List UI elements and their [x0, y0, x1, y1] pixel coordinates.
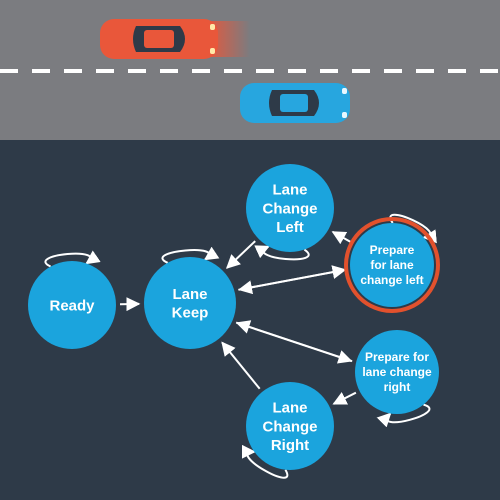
self-loop-ready	[44, 250, 101, 268]
state-circle	[355, 330, 439, 414]
state-label-line: Left	[276, 219, 304, 236]
state-circle	[350, 223, 434, 307]
car-roof-panel	[280, 94, 308, 112]
state-label-line: Lane	[272, 400, 307, 417]
state-circle	[246, 164, 334, 252]
headlight-bottom	[342, 112, 347, 118]
state-label-line: Prepare for	[365, 350, 429, 364]
state-ready: Ready	[28, 261, 116, 349]
blue-car	[240, 83, 350, 123]
transition-lane-change-right-to-lane-keep	[221, 341, 261, 390]
transition-prepare-left-to-lane-change-left	[331, 231, 353, 245]
self-loop-lane-change-right	[241, 444, 289, 479]
state-label-line: for lane	[370, 258, 414, 272]
state-label-line: right	[384, 380, 411, 394]
red-car	[100, 19, 250, 59]
headlight-bottom	[210, 48, 215, 54]
state-label-line: Keep	[172, 305, 209, 322]
state-label-line: change left	[360, 273, 423, 287]
state-label-line: Change	[262, 418, 317, 435]
transition-prepare-right-to-lane-change-right	[332, 391, 357, 405]
state-circle	[144, 257, 236, 349]
headlight-top	[210, 24, 215, 30]
state-label-line: Change	[262, 200, 317, 217]
state-label-line: lane change	[362, 365, 432, 379]
state-label-line: Right	[271, 437, 309, 454]
self-loop-prepare-right	[376, 403, 431, 428]
car-roof-panel	[144, 30, 174, 48]
state-circle	[246, 382, 334, 470]
state-label-line: Prepare	[370, 243, 415, 257]
transition-lane-change-left-to-lane-keep	[225, 240, 256, 269]
state-label-line: Lane	[272, 182, 307, 199]
self-loop-lane-keep	[161, 246, 220, 264]
transition-prepare-right-to-lane-keep	[235, 320, 353, 363]
state-label-line: Lane	[172, 286, 207, 303]
state-circle	[28, 261, 116, 349]
transition-prepare-left-to-lane-keep	[238, 268, 347, 295]
headlight-top	[342, 88, 347, 94]
transitions	[119, 231, 357, 405]
self-loop-lane-change-left	[254, 245, 310, 261]
active-state-ring	[344, 217, 440, 313]
state-label-line: Ready	[49, 297, 95, 314]
